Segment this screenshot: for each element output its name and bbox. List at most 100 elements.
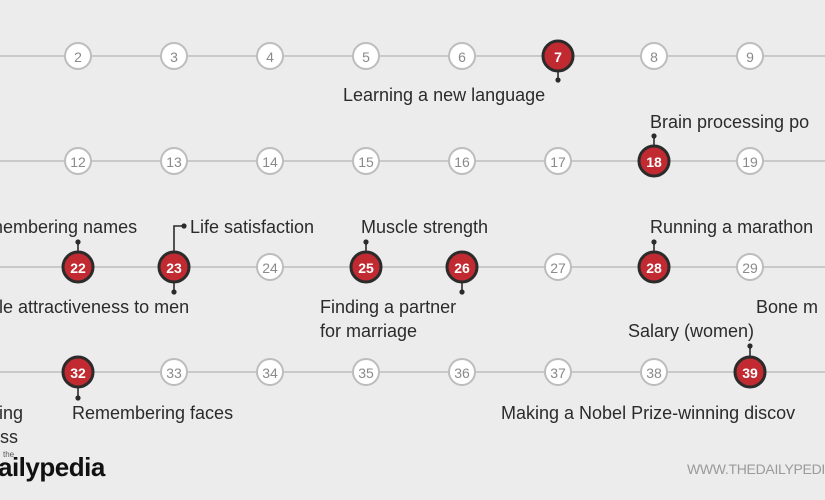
- milestone-label: Finding a partner for marriage: [320, 282, 465, 341]
- age-number: 28: [646, 260, 662, 276]
- age-circle: [352, 147, 380, 175]
- age-marker: 4: [256, 42, 284, 70]
- age-circle: [640, 358, 668, 386]
- age-circle: [160, 147, 188, 175]
- age-number: 37: [550, 365, 566, 381]
- age-marker: 16: [448, 147, 476, 175]
- age-number: 7: [554, 49, 562, 65]
- milestone-text: emembering names: [0, 217, 137, 237]
- age-number: 12: [70, 154, 86, 170]
- age-number: 9: [746, 49, 754, 65]
- age-circle: [736, 42, 764, 70]
- age-number: 19: [742, 154, 758, 170]
- milestone-label: Learning a new language: [343, 71, 561, 105]
- age-circle: [352, 42, 380, 70]
- peak-age-marker: 18: [637, 144, 671, 178]
- milestone-text: Finding a partner: [320, 297, 456, 317]
- age-marker: 17: [544, 147, 572, 175]
- leader-dot: [75, 239, 81, 245]
- age-marker: 12: [64, 147, 92, 175]
- age-number: 23: [166, 260, 182, 276]
- peak-age-marker: 39: [733, 355, 767, 389]
- age-number: 26: [454, 260, 470, 276]
- age-circle: [160, 358, 188, 386]
- milestone-text: Remembering faces: [72, 403, 233, 423]
- brand-prefix: the: [3, 450, 15, 459]
- age-number: 29: [742, 260, 758, 276]
- age-circle: [640, 42, 668, 70]
- age-number: 18: [646, 154, 662, 170]
- milestone-label: Remembering faces: [72, 387, 233, 423]
- milestone-label: Salary (women): [628, 321, 754, 357]
- age-number: 15: [358, 154, 374, 170]
- age-marker: 9: [736, 42, 764, 70]
- milestone-label: Running a marathon: [650, 217, 813, 252]
- age-number: 13: [166, 154, 182, 170]
- leader-dot: [75, 395, 81, 401]
- age-marker: 15: [352, 147, 380, 175]
- age-marker: 19: [736, 147, 764, 175]
- milestone-label: Bone m: [756, 297, 818, 317]
- milestone-text: ess: [0, 427, 18, 447]
- age-marker: 27: [544, 253, 572, 281]
- milestone-text: Making a Nobel Prize-winning discov: [501, 403, 795, 423]
- age-marker: 5: [352, 42, 380, 70]
- milestone-text: for marriage: [320, 321, 417, 341]
- age-number: 25: [358, 260, 374, 276]
- milestone-label: Life satisfaction: [173, 217, 314, 252]
- milestone-label: male attractiveness to men: [0, 297, 189, 317]
- age-number: 27: [550, 260, 566, 276]
- age-circle: [448, 358, 476, 386]
- leader-dot: [651, 239, 657, 245]
- milestone-label: Brain processing po: [650, 112, 809, 146]
- peak-age-marker: 23: [157, 250, 191, 284]
- age-circle: [736, 253, 764, 281]
- age-marker: 24: [256, 253, 284, 281]
- brand-logo: ailypedia: [0, 452, 105, 482]
- age-number: 32: [70, 365, 86, 381]
- age-number: 17: [550, 154, 566, 170]
- age-circle: [736, 147, 764, 175]
- age-circle: [160, 42, 188, 70]
- age-number: 8: [650, 49, 658, 65]
- milestone-text: Salary (women): [628, 321, 754, 341]
- age-number: 3: [170, 49, 178, 65]
- milestone-label: emembering names: [0, 217, 137, 252]
- age-number: 24: [262, 260, 278, 276]
- milestone-text: Brain processing po: [650, 112, 809, 132]
- age-marker: 37: [544, 358, 572, 386]
- age-circle: [64, 42, 92, 70]
- peak-age-marker: 26: [445, 250, 479, 284]
- age-number: 36: [454, 365, 470, 381]
- peak-age-marker: 25: [349, 250, 383, 284]
- age-circle: [256, 147, 284, 175]
- leader-dot: [651, 133, 657, 139]
- age-circle: [352, 358, 380, 386]
- leader-dot: [181, 223, 187, 229]
- age-marker: 33: [160, 358, 188, 386]
- age-marker: 6: [448, 42, 476, 70]
- age-number: 39: [742, 365, 758, 381]
- age-marker: 38: [640, 358, 668, 386]
- age-circle: [448, 147, 476, 175]
- age-number: 6: [458, 49, 466, 65]
- milestone-label: Muscle strength: [361, 217, 488, 252]
- peak-age-marker: 7: [541, 39, 575, 73]
- leader-line: [173, 225, 184, 252]
- age-circle: [256, 358, 284, 386]
- age-number: 5: [362, 49, 370, 65]
- milestone-label: Making a Nobel Prize-winning discov: [501, 403, 795, 423]
- milestone-text: Bone m: [756, 297, 818, 317]
- milestone-text: Learning a new language: [343, 85, 545, 105]
- milestone-text: Muscle strength: [361, 217, 488, 237]
- age-marker: 35: [352, 358, 380, 386]
- milestone-label: ying ess: [0, 403, 23, 447]
- age-number: 35: [358, 365, 374, 381]
- age-circle: [544, 147, 572, 175]
- leader-dot: [555, 77, 561, 83]
- milestone-text: ying: [0, 403, 23, 423]
